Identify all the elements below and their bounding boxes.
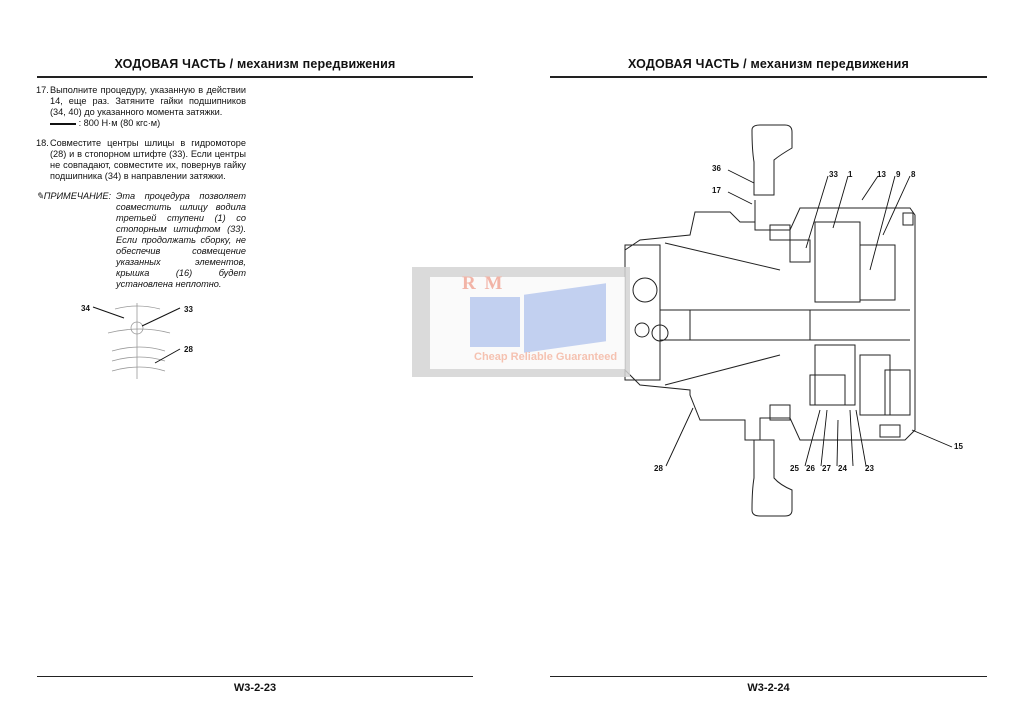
page-number-right: W3-2-24: [747, 682, 790, 694]
footer-rule-right: [550, 676, 987, 677]
page-number-left: W3-2-23: [233, 682, 277, 694]
header-rule-right: [550, 76, 987, 78]
note-label-text: ПРИМЕЧАНИЕ:: [43, 191, 112, 201]
left-figure-drawing: [92, 303, 181, 379]
figure-label: 15: [954, 442, 963, 451]
torque-value: : 800 Н·м (80 кгс·м): [78, 118, 161, 128]
figure-label: 33: [829, 170, 838, 179]
watermark: R M Cheap Reliable Guaranteed: [412, 267, 630, 377]
header-rule-left: [37, 76, 473, 78]
wrench-logo-icon: [470, 297, 520, 347]
figure-label: 34: [81, 304, 90, 313]
page-header-left: ХОДОВАЯ ЧАСТЬ / механизм передвижения: [114, 57, 396, 71]
figure-label: 25: [790, 464, 799, 473]
pencil-icon: ✎: [36, 191, 44, 201]
footer-rule-left: [37, 676, 473, 677]
figure-label: 36: [712, 164, 721, 173]
figure-label: 26: [806, 464, 815, 473]
note-label: ✎ПРИМЕЧАНИЕ:: [36, 191, 111, 202]
figure-label: 28: [184, 345, 193, 354]
figure-label: 17: [712, 186, 721, 195]
figure-label: 1: [848, 170, 853, 179]
figure-label: 33: [184, 305, 193, 314]
left-figure: 34 33 28: [36, 296, 246, 396]
figure-label: 23: [865, 464, 874, 473]
figure-label: 24: [838, 464, 847, 473]
step-number: 17.: [36, 85, 49, 95]
figure-label: 8: [911, 170, 916, 179]
note-text: Эта процедура позволяет совместить шлицу…: [116, 191, 246, 289]
note: ✎ПРИМЕЧАНИЕ: Эта процедура позволяет сов…: [36, 191, 246, 290]
watermark-brand: R M: [462, 273, 505, 294]
page-header-right: ХОДОВАЯ ЧАСТЬ / механизм передвижения: [627, 57, 910, 71]
figure-label: 27: [822, 464, 831, 473]
step-number: 18.: [36, 138, 49, 148]
figure-label: 9: [896, 170, 901, 179]
watermark-slogan: Cheap Reliable Guaranteed: [474, 351, 618, 363]
figure-label: 28: [654, 464, 663, 473]
left-text-column: 17. Выполните процедуру, указанную в дей…: [36, 85, 246, 396]
torque-wrench-icon: [50, 122, 76, 125]
book-logo-icon: [524, 283, 606, 353]
step-18: 18. Совместите центры шлицы в гидромотор…: [36, 138, 246, 182]
step-text: Выполните процедуру, указанную в действи…: [50, 85, 246, 117]
torque-line: : 800 Н·м (80 кгс·м): [50, 118, 246, 129]
step-17: 17. Выполните процедуру, указанную в дей…: [36, 85, 246, 129]
figure-label: 13: [877, 170, 886, 179]
step-text: Совместите центры шлицы в гидромоторе (2…: [50, 138, 246, 181]
